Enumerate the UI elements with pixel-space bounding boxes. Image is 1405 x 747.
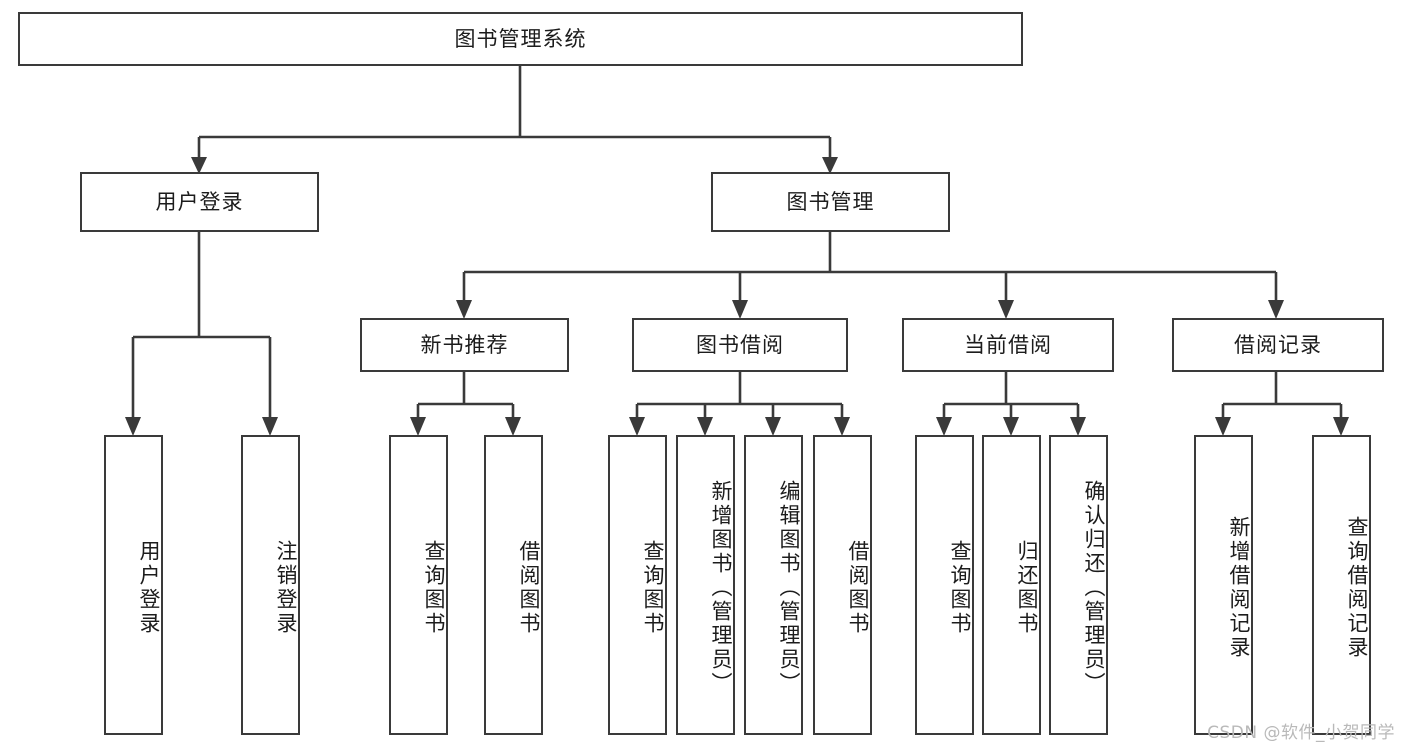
node-new-book-recommend[interactable]: 新书推荐	[360, 318, 569, 372]
leaf-label: 查询图书	[948, 540, 972, 636]
leaf-label: 借阅图书	[517, 540, 541, 636]
leaf-borrow-borrow-book[interactable]: 借阅图书	[813, 435, 872, 735]
node-book-borrow[interactable]: 图书借阅	[632, 318, 848, 372]
leaf-borrow-query-book[interactable]: 查询图书	[608, 435, 667, 735]
arrow-borrow-to-leaf3	[765, 417, 781, 436]
leaf-current-return-book[interactable]: 归还图书	[982, 435, 1041, 735]
node-current-borrow-label: 当前借阅	[964, 332, 1052, 357]
leaf-label: 用户登录	[137, 540, 161, 636]
leaf-user-login-signout[interactable]: 注销登录	[241, 435, 300, 735]
arrow-login-to-leaf1	[125, 417, 141, 436]
leaf-label: 查询图书	[641, 540, 665, 636]
node-new-book-recommend-label: 新书推荐	[420, 332, 509, 357]
node-root-label: 图书管理系统	[454, 26, 587, 51]
leaf-record-add-record[interactable]: 新增借阅记录	[1194, 435, 1253, 735]
node-book-management[interactable]: 图书管理	[711, 172, 950, 232]
arrow-bookmgmt-to-l2d	[1268, 300, 1284, 319]
leaf-recommend-borrow-book[interactable]: 借阅图书	[484, 435, 543, 735]
leaf-label: 编辑图书（管理员）	[777, 480, 801, 696]
arrow-bookmgmt-to-l2a	[456, 300, 472, 319]
leaf-recommend-query-book[interactable]: 查询图书	[389, 435, 448, 735]
leaf-label: 注销登录	[274, 540, 298, 636]
arrow-current-to-leaf2	[1003, 417, 1019, 436]
node-borrow-record-label: 借阅记录	[1234, 332, 1322, 357]
arrow-rec-to-leaf2	[505, 417, 521, 436]
arrow-rec-to-leaf1	[410, 417, 426, 436]
arrow-record-to-leaf2	[1333, 417, 1349, 436]
node-user-login[interactable]: 用户登录	[80, 172, 319, 232]
leaf-label: 查询图书	[422, 540, 446, 636]
leaf-label: 借阅图书	[846, 540, 870, 636]
leaf-user-login-signin[interactable]: 用户登录	[104, 435, 163, 735]
leaf-current-confirm-return-admin[interactable]: 确认归还（管理员）	[1049, 435, 1108, 735]
node-book-borrow-label: 图书借阅	[696, 332, 784, 357]
node-root-library-system[interactable]: 图书管理系统	[18, 12, 1023, 66]
arrow-borrow-to-leaf4	[834, 417, 850, 436]
leaf-current-query-book[interactable]: 查询图书	[915, 435, 974, 735]
leaf-label: 新增借阅记录	[1227, 516, 1251, 660]
arrow-borrow-to-leaf1	[629, 417, 645, 436]
leaf-label: 归还图书	[1015, 540, 1039, 636]
leaf-borrow-edit-book-admin[interactable]: 编辑图书（管理员）	[744, 435, 803, 735]
leaf-borrow-add-book-admin[interactable]: 新增图书（管理员）	[676, 435, 735, 735]
arrow-login-to-leaf2	[262, 417, 278, 436]
leaf-record-query-record[interactable]: 查询借阅记录	[1312, 435, 1371, 735]
leaf-label: 确认归还（管理员）	[1082, 480, 1106, 696]
arrow-bookmgmt-to-l2b	[732, 300, 748, 319]
node-current-borrow[interactable]: 当前借阅	[902, 318, 1114, 372]
arrow-borrow-to-leaf2	[697, 417, 713, 436]
node-borrow-record[interactable]: 借阅记录	[1172, 318, 1384, 372]
leaf-label: 新增图书（管理员）	[709, 480, 733, 696]
arrow-current-to-leaf1	[936, 417, 952, 436]
node-book-management-label: 图书管理	[786, 189, 875, 214]
arrow-bookmgmt-to-l2c	[998, 300, 1014, 319]
arrow-record-to-leaf1	[1215, 417, 1231, 436]
leaf-label: 查询借阅记录	[1345, 516, 1369, 660]
arrow-current-to-leaf3	[1070, 417, 1086, 436]
node-user-login-label: 用户登录	[155, 189, 244, 214]
